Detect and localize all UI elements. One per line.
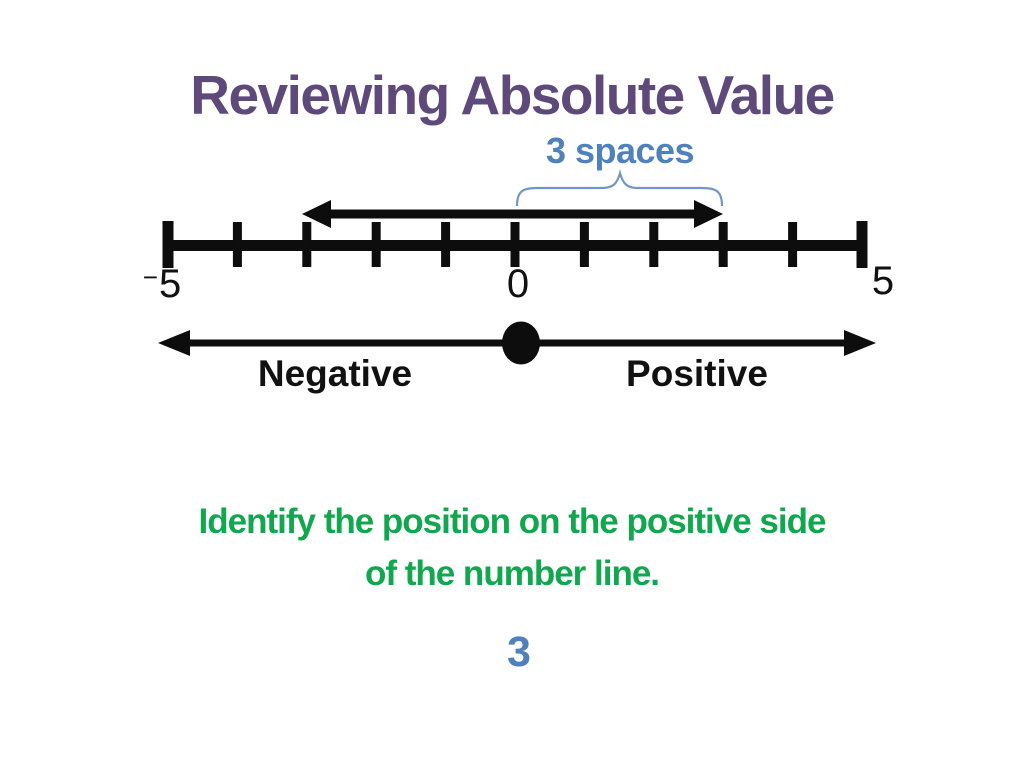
tick-mark [441,222,451,267]
tick-label-negative-five: −5 [132,262,192,307]
direction-arrow-head-right-icon [844,330,876,356]
curly-brace-icon [515,168,724,207]
tick-mark [371,222,381,267]
tick-mark [579,222,589,267]
negative-label: Negative [257,353,413,394]
tick-mark [510,222,520,267]
superscript-minus-sign: − [142,262,158,292]
tick-mark [649,222,659,267]
answer-value: 3 [507,628,531,676]
instruction-text: Identify the position on the positive si… [0,496,1024,600]
positive-label: Positive [626,353,768,394]
tick-label-digit: 5 [158,262,182,306]
tick-mark [162,221,174,268]
tick-label-zero: 0 [506,262,530,306]
tick-label-five: 5 [871,259,895,303]
distance-arrow-head-left-icon [302,200,331,228]
page-title: Reviewing Absolute Value [190,64,835,126]
tick-mark [856,221,868,268]
instruction-line-2: of the number line. [364,554,660,593]
numberline-ticks [162,221,868,268]
direction-arrow-head-left-icon [158,330,190,356]
tick-mark [718,222,728,267]
distance-arrow-head-right-icon [694,200,723,228]
spaces-count-label: 3 spaces [545,130,695,171]
tick-mark [232,222,242,267]
instruction-line-1: Identify the position on the positive si… [198,502,827,541]
distance-arrow [302,200,723,228]
tick-mark [302,222,312,267]
direction-arrow [158,321,876,365]
origin-dot [502,321,540,365]
tick-mark [788,222,798,267]
